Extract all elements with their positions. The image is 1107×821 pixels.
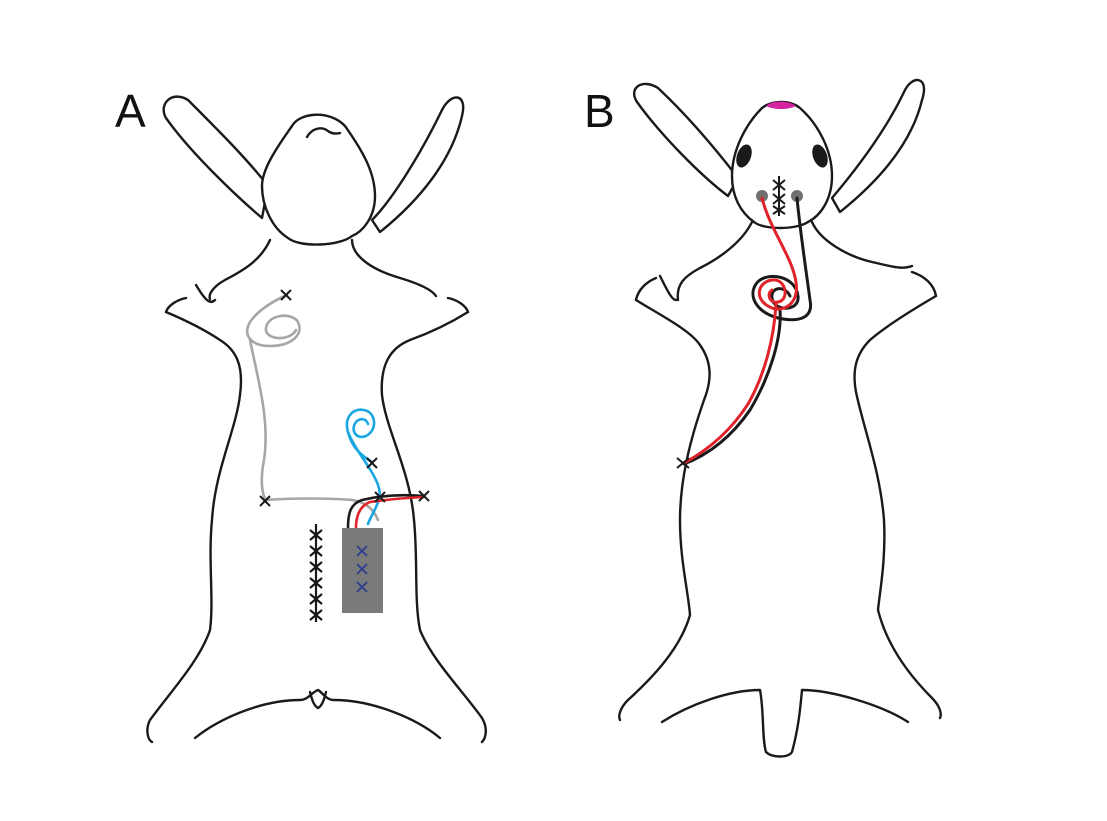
body-outline xyxy=(146,310,487,744)
right-electrode xyxy=(791,190,803,202)
right-ear xyxy=(370,96,465,234)
right-flank-top-b xyxy=(910,270,938,298)
blue-lead xyxy=(345,408,381,526)
panel-a-label: A xyxy=(115,85,146,137)
panel-b-label: B xyxy=(584,85,615,137)
lower-outline xyxy=(193,688,442,740)
right-forelimb xyxy=(350,238,438,298)
left-electrode xyxy=(756,190,768,202)
red-lead-a xyxy=(354,495,426,530)
nose-tissue xyxy=(766,101,796,109)
left-eye xyxy=(736,144,752,168)
device-sutures xyxy=(356,545,368,593)
gray-lead xyxy=(245,293,380,522)
left-flank-top-b xyxy=(634,276,658,302)
panel-a xyxy=(146,95,487,744)
body-outline-b xyxy=(618,294,942,722)
left-ear xyxy=(162,95,270,220)
anchor-sutures-a xyxy=(259,289,430,507)
right-forelimb-b xyxy=(810,220,914,269)
left-forelimb xyxy=(194,238,272,304)
left-forelimb-b xyxy=(658,220,754,302)
right-ear-b xyxy=(830,79,926,214)
tail-base xyxy=(308,690,328,710)
red-lead-b xyxy=(682,196,798,465)
head xyxy=(260,113,377,246)
panel-b xyxy=(618,79,942,758)
anchor-suture-b xyxy=(676,457,690,469)
left-ear-b xyxy=(633,82,740,198)
lower-outline-b xyxy=(660,688,910,758)
right-flank-top xyxy=(446,296,470,314)
left-flank-top xyxy=(164,296,188,314)
scalp-sutures xyxy=(772,176,786,216)
mouth-mark xyxy=(305,127,342,139)
right-eye xyxy=(812,144,828,168)
skin-suture-line xyxy=(309,524,323,622)
black-lead-a xyxy=(346,493,426,530)
black-lead-b xyxy=(682,196,813,466)
